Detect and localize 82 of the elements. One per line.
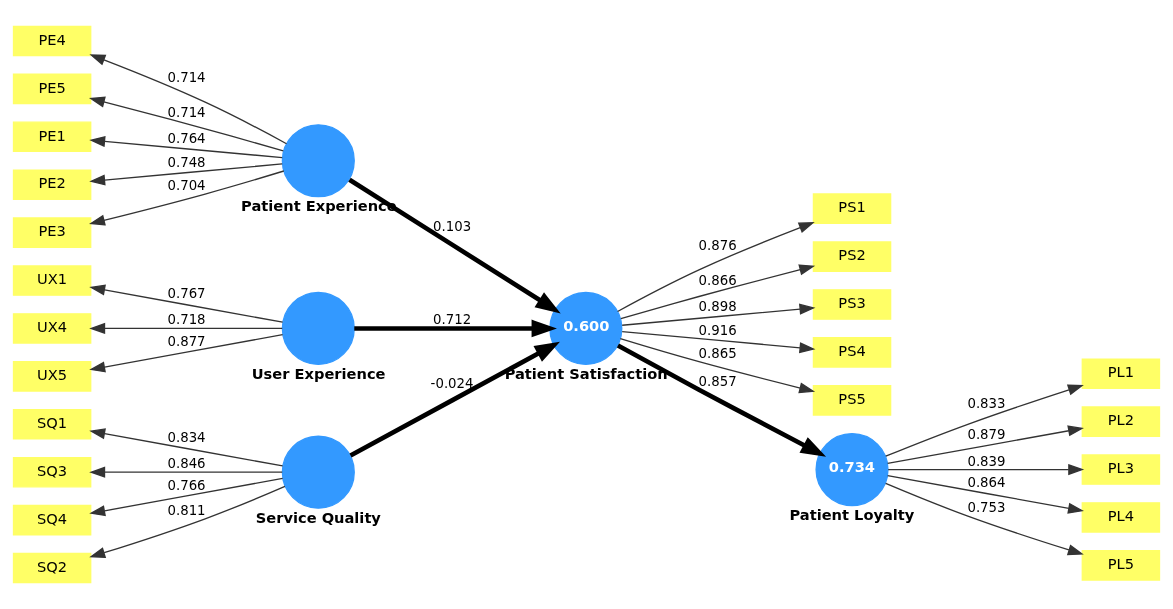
edge-label: 0.833 [967,396,1006,412]
arrow [89,334,284,373]
node-box: PE2 [12,169,92,200]
node-box: SQ1 [12,409,92,440]
arrow [89,466,283,478]
arrow [620,264,816,320]
arrow [621,303,816,326]
arrow [616,222,815,313]
node-circle [281,291,355,366]
edge-label: 0.753 [967,500,1006,516]
node-box: PE1 [12,121,92,153]
node-box: PS5 [812,385,892,416]
arrow [89,477,284,517]
node-label: Service Quality [255,508,381,526]
node-box: PE4 [12,25,92,57]
edge-label: 0.714 [167,104,206,120]
node-box: PS1 [812,193,892,224]
arrow [89,485,286,558]
node-box: PL5 [1081,550,1161,581]
arrow [886,425,1084,465]
arrow [89,284,284,323]
arrow [619,338,816,394]
arrow [885,482,1084,556]
node-box: SQ4 [12,504,92,536]
arrow [88,96,284,152]
node-box: UX4 [12,313,92,344]
edge-label: 0.748 [167,155,206,171]
node-circle [281,124,355,198]
edge-label: 0.704 [167,178,206,194]
node-box: PL1 [1081,358,1161,389]
arrow [349,341,560,458]
arrow [89,163,283,186]
arrow [621,330,816,354]
node-box: PS3 [812,289,892,320]
arrow [885,384,1084,457]
node-box: PE5 [12,73,92,105]
edge-label: 0.103 [433,219,472,235]
arrow [886,475,1084,514]
node-box: SQ2 [12,552,92,584]
edge-label: 0.898 [698,299,737,315]
edge-label: 0.718 [167,312,206,328]
arrow [89,170,285,226]
node-box: UX5 [12,361,92,392]
node-circle [281,435,355,509]
edge-label: 0.877 [167,333,206,349]
arrow [89,135,283,159]
edge-label: 0.876 [698,237,737,253]
edge-label: 0.879 [967,426,1006,442]
edge-label: 0.764 [167,131,206,147]
node-box: PS2 [812,241,892,272]
edge-label: 0.767 [167,285,206,301]
edge-label: 0.857 [698,373,737,389]
node-box: PL3 [1081,454,1161,485]
edge-label: 0.916 [698,323,737,339]
node-circle: 0.600 [549,291,623,366]
arrow [887,463,1085,476]
edge-label: 0.811 [167,502,206,518]
edge-label: 0.712 [433,312,472,328]
node-box: SQ3 [12,456,92,488]
node-box: PS4 [812,337,892,368]
arrow [348,177,561,314]
edge-label: 0.714 [167,70,206,86]
edge-label: 0.766 [167,477,206,493]
edge-label: 0.866 [698,272,737,288]
arrow [89,428,284,467]
edge-label: 0.864 [967,474,1006,490]
arrow [89,322,283,335]
node-label: User Experience [251,364,386,382]
node-box: PL2 [1081,406,1161,437]
arrow [616,343,827,457]
node-box: PL4 [1081,502,1161,533]
node-label: Patient Loyalty [789,505,915,523]
node-box: PE3 [12,217,92,248]
arrow [89,54,288,145]
edge-label: 0.839 [967,453,1006,469]
edge-label: 0.865 [698,345,737,361]
node-box: UX1 [12,265,92,296]
arrow [354,319,557,338]
edge-label: 0.846 [167,456,206,472]
edge-label: -0.024 [430,376,474,392]
node-circle: 0.734 [815,432,889,507]
edge-label: 0.834 [167,429,206,445]
